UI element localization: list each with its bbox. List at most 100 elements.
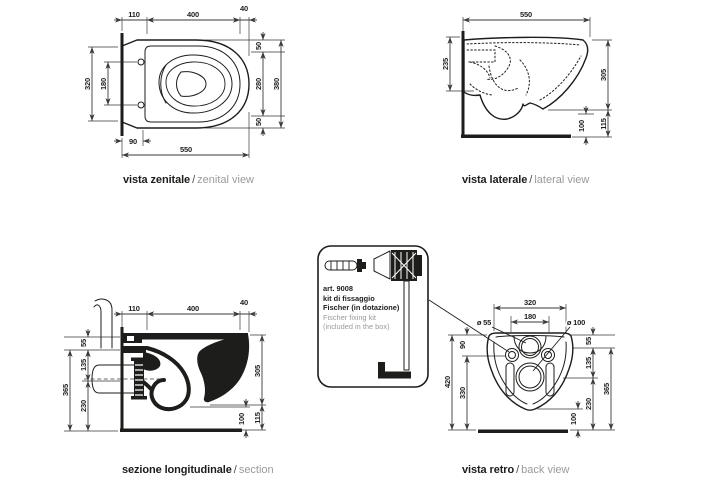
dim-label: 115: [253, 412, 262, 424]
caption-back: vista retro/back view: [462, 464, 569, 476]
back-fixing-hole-left: [505, 348, 519, 362]
dim-label: 100: [569, 413, 578, 425]
section-rim-band: [122, 333, 248, 340]
zenital-rim-line: [144, 45, 241, 123]
fixing-kit-frame: [317, 245, 429, 388]
caption-zenital-it: vista zenitale: [123, 174, 191, 186]
caption-separator: /: [529, 174, 533, 186]
dim-label: 230: [584, 398, 593, 410]
zenital-view: 110 400 40 320 180 50 280 50 380 90 550: [82, 3, 285, 158]
zenital-fixing-hole-bottom: [137, 101, 145, 109]
dim-label: 90: [458, 341, 467, 349]
dim-label: 50: [254, 118, 263, 126]
dim-label: ø 55: [477, 318, 491, 327]
drain-diameter-leader: [532, 326, 571, 372]
back-fixing-hole-right: [541, 348, 555, 362]
dim-label: 180: [99, 78, 108, 90]
fixing-kit-text: art. 9008 kit di fissaggio Fischer (in d…: [323, 284, 399, 332]
dim-label: 235: [441, 58, 450, 70]
dim-label: 180: [524, 312, 536, 321]
zenital-water-pocket: [176, 71, 207, 97]
zenital-bowl-outline: [121, 39, 250, 129]
dim-label: 135: [79, 359, 88, 371]
back-inner-contours: [493, 335, 567, 405]
lateral-profile-outline: [463, 36, 589, 120]
caption-lateral-it: vista laterale: [462, 174, 528, 186]
dim-label: 100: [577, 120, 586, 132]
dim-label: 365: [602, 383, 611, 395]
dim-label: 115: [599, 118, 608, 130]
section-wall-line: [120, 327, 124, 432]
section-inlet-slot: [127, 336, 134, 341]
back-inlet-hole-inner: [521, 338, 539, 356]
caption-section-it: sezione longitudinale: [122, 464, 232, 476]
section-inlet-fitting-2: [122, 346, 146, 353]
caption-zenital: vista zenitale/zenital view: [123, 174, 254, 186]
dim-label: 320: [83, 78, 92, 90]
section-connector-ribs: [135, 364, 143, 396]
lateral-floor-line: [461, 134, 571, 138]
dim-label: 110: [128, 10, 140, 19]
zenital-inner-bowl: [165, 61, 226, 107]
section-bowl-wing: [197, 334, 250, 403]
section-dimension-lines: [67, 311, 265, 438]
caption-section-en: section: [238, 464, 274, 476]
kit-brand-it: Fischer (in dotazione): [323, 303, 400, 313]
dim-label: ø 100: [567, 318, 585, 327]
dim-label: 330: [458, 387, 467, 399]
zenital-fixing-hole-top: [137, 58, 145, 66]
lateral-view: 550 235 305 100 115: [440, 9, 612, 145]
lateral-wall-line: [461, 31, 465, 138]
dim-label: 55: [584, 337, 593, 345]
section-connector-flange-bottom: [131, 396, 147, 400]
caption-separator: /: [233, 464, 237, 476]
fixing-screw-icon: [373, 250, 422, 379]
section-connector-flange-top: [131, 357, 147, 361]
caption-separator: /: [192, 174, 196, 186]
dim-label: 380: [272, 78, 281, 90]
fixing-kit-box: [317, 245, 510, 388]
dim-label: 550: [180, 145, 192, 154]
section-view: 110 400 40 55 135 230 365 305 115 100: [60, 297, 266, 438]
dim-label: 400: [187, 304, 199, 313]
dim-label: 550: [520, 10, 532, 19]
inlet-diameter-leader: [491, 326, 527, 344]
dim-label: 135: [584, 357, 593, 369]
kit-included-en: (included in the box): [323, 322, 390, 332]
back-fixing-hole-right-inner: [544, 351, 552, 359]
dim-label: 365: [61, 384, 70, 396]
zenital-flush-spout: [160, 64, 167, 104]
dim-label: 400: [187, 10, 199, 19]
back-drain-hole-inner: [518, 365, 542, 389]
back-floor-line: [478, 429, 568, 433]
back-view: 320 180 ø 55 ø 100 90 330 420 55 135 230…: [442, 297, 615, 438]
back-dimension-lines: [449, 305, 614, 438]
wall-plug-icon: [324, 259, 366, 272]
kit-name-en: Fischer fixing kit: [323, 312, 376, 322]
dim-label: 420: [443, 376, 452, 388]
back-drain-hole: [515, 362, 545, 392]
section-flush-spout: [143, 352, 161, 371]
dim-label: 230: [79, 400, 88, 412]
caption-lateral-en: lateral view: [534, 174, 590, 186]
dim-label: 40: [240, 298, 248, 307]
back-fixing-hole-left-inner: [508, 351, 516, 359]
kit-name-it: kit di fissaggio: [323, 293, 375, 303]
caption-back-en: back view: [521, 464, 570, 476]
back-inlet-hole: [518, 335, 542, 359]
dim-label: 90: [129, 137, 137, 146]
dim-label: 55: [79, 339, 88, 347]
dim-label: 320: [524, 298, 536, 307]
caption-separator: /: [516, 464, 520, 476]
kit-art-number: art. 9008: [323, 284, 353, 293]
fixing-kit-leader: [428, 299, 510, 353]
back-body-outline: [486, 332, 574, 411]
caption-zenital-en: zenital view: [197, 174, 254, 186]
dim-label: 50: [254, 42, 263, 50]
zenital-seat-opening: [158, 54, 233, 114]
section-floor-line: [120, 428, 242, 432]
lateral-dimension-lines: [447, 17, 611, 145]
caption-section: sezione longitudinale/section: [122, 464, 274, 476]
